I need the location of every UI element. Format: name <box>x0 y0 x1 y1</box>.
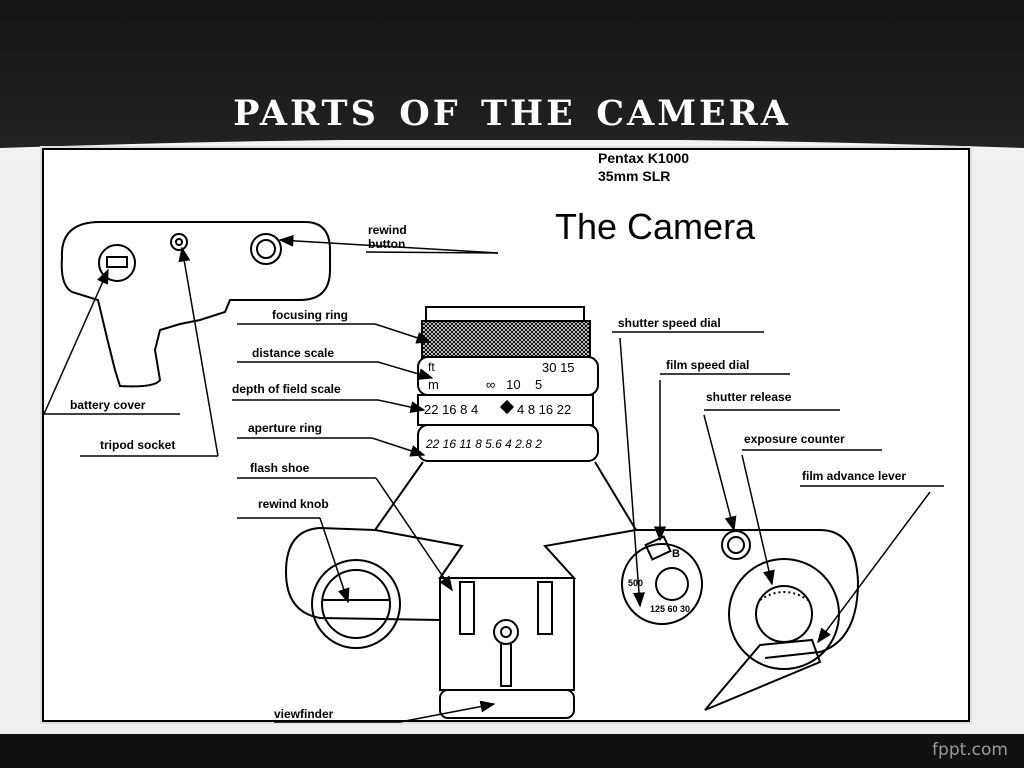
shutter-b-mark: B <box>672 548 680 560</box>
rewind-button-icon <box>250 233 282 265</box>
tripod-socket-icon <box>170 233 188 251</box>
rewind-button-label: rewind button <box>368 223 407 251</box>
diagram-heading: The Camera <box>555 206 756 247</box>
film-speed-dial-label: film speed dial <box>666 358 750 372</box>
dof-right-values: 4 8 16 22 <box>517 402 572 417</box>
depth-of-field-label: depth of field scale <box>232 382 341 396</box>
rewind-knob-label: rewind knob <box>258 497 329 511</box>
distance-m-values: ∞ 10 5 <box>486 377 543 392</box>
battery-cover-label: battery cover <box>70 398 146 412</box>
film-advance-icon <box>728 558 840 670</box>
viewfinder-icon <box>439 689 575 719</box>
shutter-values-mark: 125 60 30 <box>650 604 691 614</box>
focusing-ring-label: focusing ring <box>272 308 348 322</box>
exposure-counter-label: exposure counter <box>744 432 845 446</box>
model-type-label: 35mm SLR <box>598 168 671 184</box>
bottom-plate <box>60 221 331 388</box>
shutter-speed-dial-label: shutter speed dial <box>618 316 721 330</box>
distance-m-unit: m <box>428 377 439 392</box>
distance-scale-label: distance scale <box>252 346 335 360</box>
slide-title: Parts of the Camera <box>233 78 791 137</box>
viewfinder-label: viewfinder <box>274 707 334 721</box>
shutter-release-icon <box>721 530 751 560</box>
title-band <box>0 0 1024 150</box>
distance-ft-unit: ft <box>428 360 435 374</box>
aperture-values: 22 16 11 8 5.6 4 2.8 2 <box>426 437 542 451</box>
flash-shoe-label: flash shoe <box>250 461 310 475</box>
shutter-release-label: shutter release <box>706 390 792 404</box>
aperture-ring-box <box>417 424 599 462</box>
film-advance-lever-label: film advance lever <box>802 469 907 483</box>
distance-ft-values: 30 15 <box>542 360 575 375</box>
tripod-socket-label: tripod socket <box>100 438 176 452</box>
model-label: Pentax K1000 <box>598 150 690 166</box>
rewind-knob-icon <box>311 559 401 649</box>
aperture-ring-label: aperture ring <box>248 421 323 435</box>
dof-left-values: 22 16 8 4 <box>424 402 479 417</box>
battery-cover-icon <box>98 244 136 282</box>
shutter-500-mark: 500 <box>628 578 644 588</box>
footer-band <box>0 734 1024 768</box>
film-advance-lever-icon <box>704 638 822 711</box>
shutter-speed-dial-icon <box>621 543 703 625</box>
footer-brand: fppt.com <box>932 740 1008 760</box>
focusing-ring-icon <box>421 320 591 358</box>
